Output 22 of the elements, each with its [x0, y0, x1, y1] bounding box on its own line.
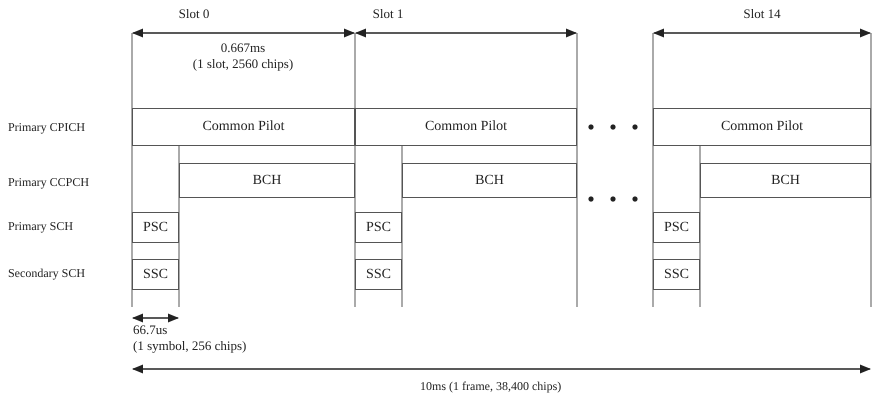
slot-label: Slot 14 [742, 6, 782, 22]
channel-name: Secondary SCH [8, 266, 85, 281]
slot-label: Slot 0 [178, 6, 210, 22]
channel-field: SSC [355, 259, 402, 290]
channel-field: Common Pilot [355, 108, 577, 146]
dimension-label: 66.7us (1 symbol, 256 chips) [133, 322, 246, 354]
slot-label: Slot 1 [372, 6, 404, 22]
channel-field: PSC [132, 212, 179, 243]
dimension-label: 0.667ms (1 slot, 2560 chips) [192, 40, 294, 72]
channel-name: Primary SCH [8, 219, 74, 234]
channel-name: Primary CPICH [8, 120, 86, 135]
channel-field: SSC [653, 259, 700, 290]
channel-name: Primary CCPCH [8, 175, 90, 190]
channel-field: SSC [132, 259, 179, 290]
dimension-label: 10ms (1 frame, 38,400 chips) [420, 379, 562, 394]
channel-field: BCH [179, 163, 355, 198]
channel-field: BCH [700, 163, 871, 198]
channel-field: PSC [355, 212, 402, 243]
channel-field: Common Pilot [653, 108, 871, 146]
channel-field: BCH [402, 163, 577, 198]
channel-field: PSC [653, 212, 700, 243]
channel-field: Common Pilot [132, 108, 355, 146]
